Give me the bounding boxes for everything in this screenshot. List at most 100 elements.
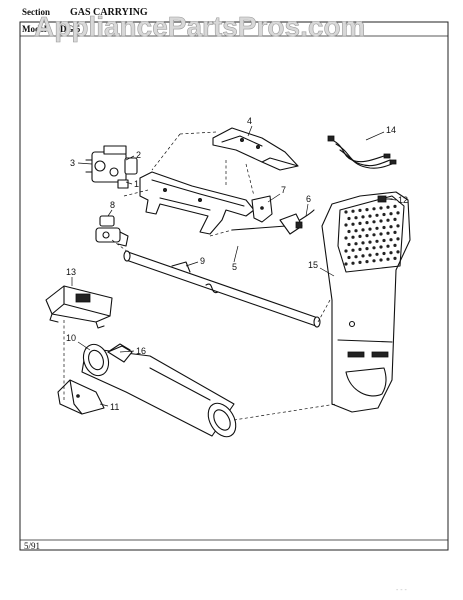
leader-line [125, 155, 135, 161]
grille-hole [365, 260, 369, 264]
assembly-line [111, 239, 129, 253]
part-3-gas-valve [85, 145, 138, 189]
grille-hole [361, 215, 365, 219]
grille-hole [365, 247, 369, 251]
grille-hole [365, 208, 369, 212]
grille-hole [347, 242, 351, 247]
grille-hole [372, 246, 376, 250]
assembly-line [123, 189, 149, 197]
callout-16: 16 [136, 346, 146, 356]
part-7-mounting-bracket [251, 195, 273, 223]
assembly-line [245, 163, 255, 197]
callout-4: 4 [247, 116, 252, 126]
grille-hole [365, 221, 369, 225]
grille-hole [379, 232, 383, 236]
part-10-combustion-chamber [81, 343, 237, 438]
grille-hole [351, 261, 355, 265]
grille-hole [351, 209, 355, 213]
callout-9: 9 [200, 256, 205, 266]
leader-line [107, 209, 113, 217]
leader-line [319, 267, 335, 277]
grille-hole [382, 238, 386, 243]
grille-hole [393, 230, 397, 234]
watermark-logo: AppliancePartsPros.com [34, 11, 365, 42]
grille-hole [393, 217, 397, 221]
leader-line [247, 125, 253, 137]
grille-hole [379, 245, 383, 249]
grille-hole [344, 249, 348, 253]
callout-15: 15 [308, 260, 318, 270]
page-border [19, 21, 449, 551]
grille-hole [375, 213, 379, 217]
grille-hole [372, 220, 376, 224]
leader-line [77, 162, 93, 165]
grille-hole [393, 256, 397, 260]
grille-hole [375, 252, 379, 256]
grille-hole [396, 250, 400, 254]
grille-hole [351, 222, 355, 226]
assembly-line [209, 229, 233, 237]
callout-10: 10 [66, 333, 76, 343]
grille-hole [386, 205, 390, 209]
grille-hole [344, 223, 348, 227]
grille-hole [358, 208, 362, 212]
grille-hole [354, 229, 358, 233]
grille-hole [368, 214, 372, 218]
grille-hole [379, 258, 383, 262]
grille-hole [368, 240, 372, 244]
part-5-support-bracket [139, 171, 255, 235]
callout-6: 6 [306, 194, 311, 204]
assembly-line [179, 131, 217, 135]
grille-hole [354, 255, 358, 259]
grille-hole [386, 244, 390, 248]
grille-hole [375, 239, 379, 243]
grille-hole [375, 226, 379, 230]
grille-hole [358, 247, 362, 251]
grille-hole [386, 218, 390, 222]
callout-13: 13 [66, 267, 76, 277]
grille-hole [372, 259, 376, 263]
part-16-flame-shield [107, 345, 133, 363]
callout-14: 14 [386, 125, 396, 135]
leader-line [119, 350, 135, 353]
page-reference: - - - [396, 587, 408, 594]
grille-hole [361, 228, 365, 232]
leader-line [365, 131, 385, 141]
callout-11: 11 [110, 402, 119, 412]
grille-hole [379, 206, 383, 210]
grille-hole [393, 243, 397, 247]
assembly-line [317, 299, 331, 323]
grille-hole [354, 242, 358, 246]
grille-hole [354, 216, 358, 220]
part-11-chamber-bracket [57, 379, 105, 415]
model-label: Model [22, 24, 47, 34]
grille-hole [372, 207, 376, 211]
grille-hole [358, 260, 362, 264]
grille-hole [372, 233, 376, 237]
grille-hole [389, 212, 393, 216]
assembly-line [151, 133, 181, 171]
grille-hole [393, 204, 397, 208]
grille-hole [344, 262, 348, 266]
grille-hole [344, 210, 348, 214]
callout-5: 5 [232, 262, 237, 272]
grille-hole [361, 241, 365, 245]
callout-7: 7 [281, 185, 286, 195]
part-8-orifice-fitting [95, 215, 129, 247]
assembly-line [233, 403, 337, 421]
part-14-wire-harness [327, 135, 397, 169]
grille-hole [351, 235, 355, 239]
grille-hole [351, 248, 355, 252]
part-6-igniter [231, 209, 315, 235]
callout-2: 2 [136, 150, 141, 160]
leader-line [233, 245, 239, 263]
grille-hole [361, 254, 365, 258]
leader-line [185, 261, 199, 267]
grille-hole [396, 224, 400, 228]
revision-date: 5/91 [24, 541, 40, 551]
section-title: GAS CARRYING [70, 7, 148, 18]
leader-line [99, 403, 109, 407]
section-label: Section [22, 7, 50, 17]
grille-hole [368, 253, 372, 257]
